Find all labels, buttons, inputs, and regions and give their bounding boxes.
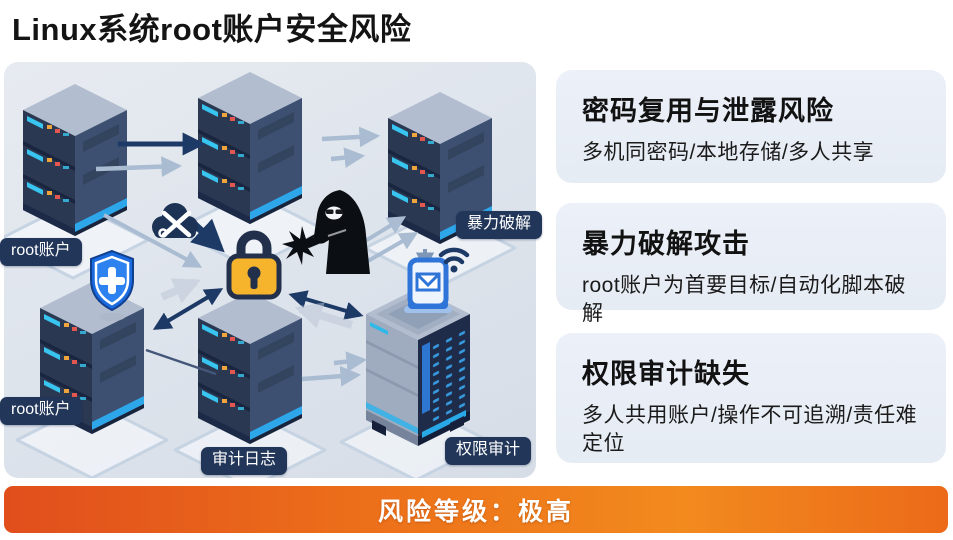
server-bottom-middle bbox=[198, 292, 302, 444]
blocked-credentials-cloud-icon bbox=[152, 203, 198, 238]
page-title: Linux系统root账户安全风险 bbox=[12, 12, 412, 47]
hacker-icon bbox=[282, 190, 370, 274]
risk-level-banner: 风险等级：极高 bbox=[4, 486, 948, 533]
risk-card-desc: root账户为首要目标/自动化脚本破解 bbox=[582, 274, 907, 326]
shield-plus-icon bbox=[90, 249, 134, 321]
risk-diagram bbox=[4, 62, 517, 478]
risk-card-password-reuse: 密码复用与泄露风险 多机同密码/本地存储/多人共享 bbox=[556, 70, 946, 183]
risk-card-title: 密码复用与泄露风险 bbox=[582, 96, 834, 126]
label-permission-audit: 权限审计 bbox=[445, 437, 532, 465]
server-top-middle bbox=[198, 72, 302, 224]
remote-access-wifi-icon bbox=[404, 247, 470, 313]
label-brute-force: 暴力破解 bbox=[456, 211, 543, 239]
risk-card-audit-missing: 权限审计缺失 多人共用账户/操作不可追溯/责任难定位 bbox=[556, 333, 946, 463]
risk-level-text: 风险等级：极高 bbox=[377, 497, 574, 526]
risk-card-list: 密码复用与泄露风险 多机同密码/本地存储/多人共享 暴力破解攻击 root账户为… bbox=[556, 70, 946, 463]
padlock-icon bbox=[226, 230, 282, 300]
label-audit-log: 审计日志 bbox=[201, 447, 288, 475]
label-root-account-bottom: root账户 bbox=[0, 397, 82, 425]
risk-card-desc: 多机同密码/本地存储/多人共享 bbox=[582, 141, 875, 164]
risk-card-desc: 多人共用账户/操作不可追溯/责任难定位 bbox=[582, 404, 918, 456]
risk-card-brute-force: 暴力破解攻击 root账户为首要目标/自动化脚本破解 bbox=[556, 203, 946, 325]
risk-card-title: 权限审计缺失 bbox=[582, 359, 750, 389]
risk-diagram-panel: root账户 暴力破解 root账户 审计日志 权限审计 bbox=[0, 62, 543, 478]
server-top-left bbox=[23, 84, 127, 236]
risk-card-title: 暴力破解攻击 bbox=[582, 229, 750, 259]
label-root-account-top: root账户 bbox=[0, 238, 82, 266]
